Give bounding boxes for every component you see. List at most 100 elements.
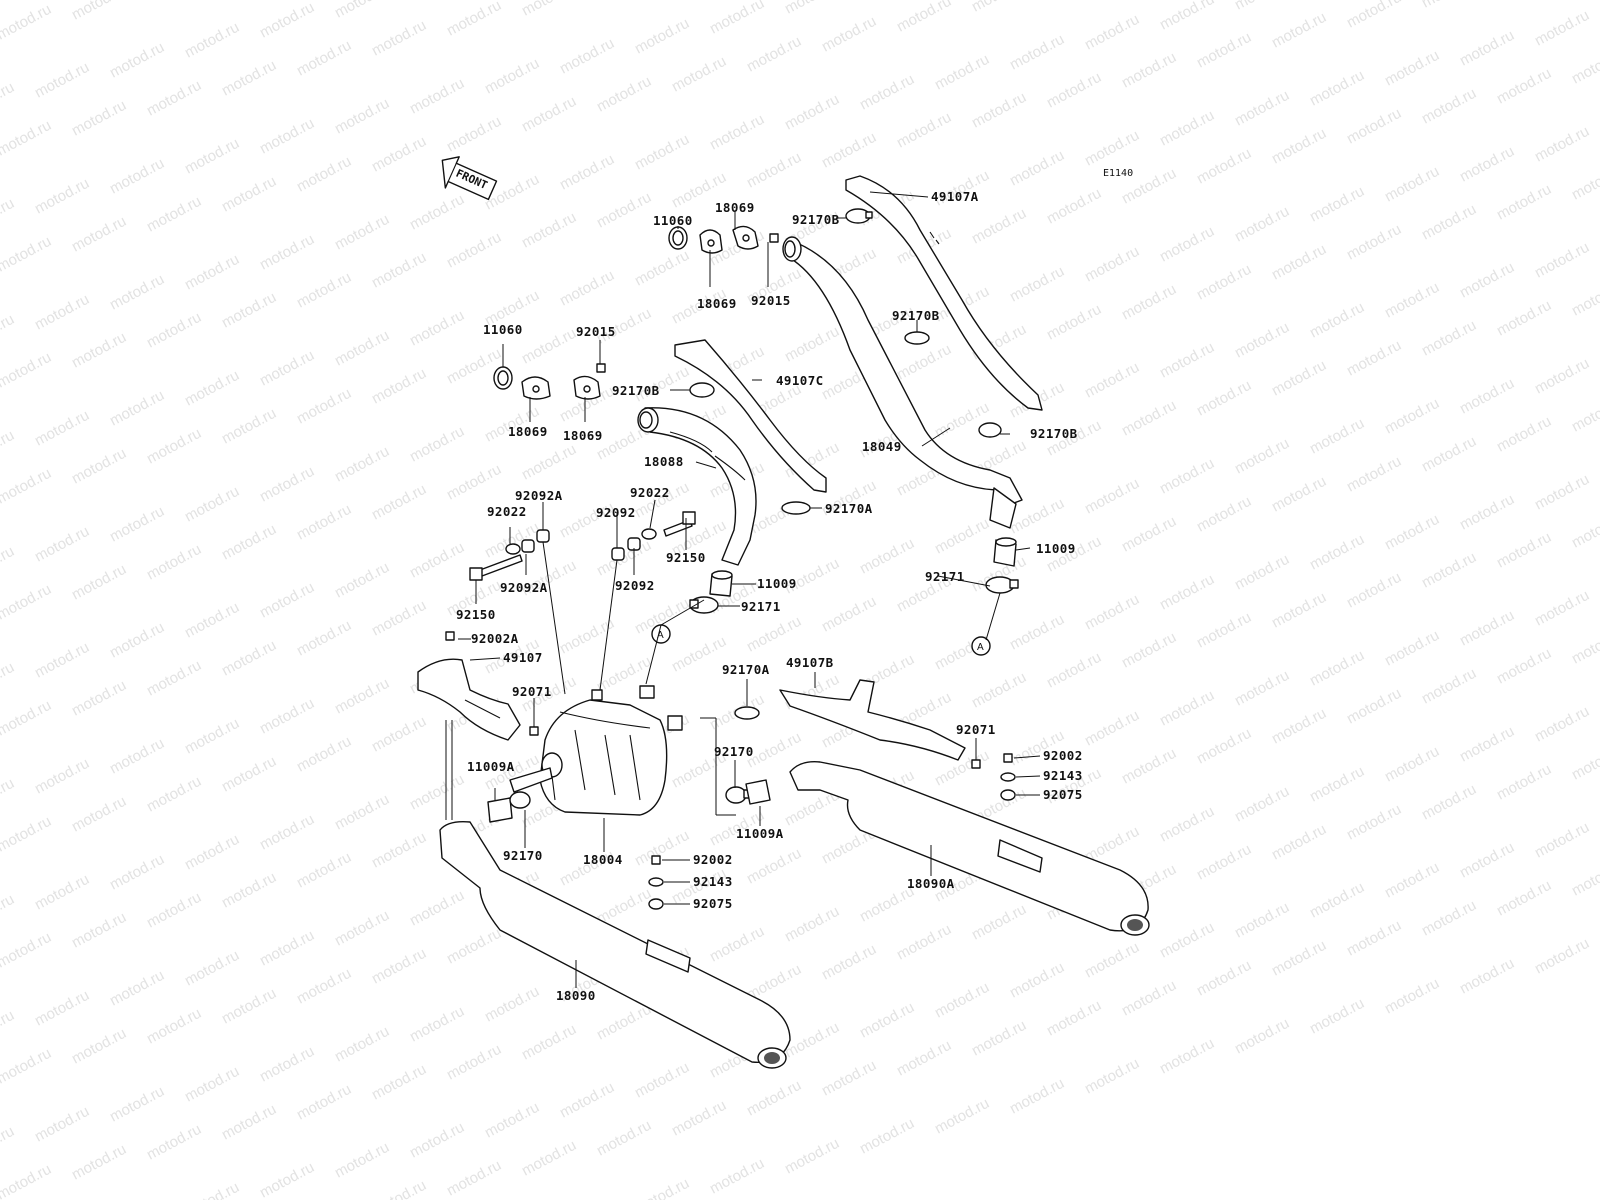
watermark-text: motod.ru xyxy=(1157,0,1217,34)
watermark-text: motod.ru xyxy=(1007,263,1067,306)
watermark-text: motod.ru xyxy=(1269,589,1329,632)
watermark-text: motod.ru xyxy=(107,619,167,662)
watermark-text: motod.ru xyxy=(257,347,317,390)
watermark-text: motod.ru xyxy=(0,813,54,856)
watermark-text: motod.ru xyxy=(1157,571,1217,614)
watermark-text: motod.ru xyxy=(369,597,429,640)
watermark-text: motod.ru xyxy=(1194,609,1254,652)
watermark-text: motod.ru xyxy=(144,1005,204,1048)
part-label: 18090A xyxy=(907,876,955,891)
watermark-text: motod.ru xyxy=(407,887,467,930)
watermark-text: motod.ru xyxy=(932,515,992,558)
watermark-text: motod.ru xyxy=(1569,393,1600,436)
watermark-text: motod.ru xyxy=(1119,977,1179,1020)
watermark-text: motod.ru xyxy=(782,91,842,134)
watermark-text: motod.ru xyxy=(1157,1035,1217,1078)
part-label: 92002 xyxy=(693,852,733,867)
watermark-text: motod.ru xyxy=(1344,105,1404,148)
watermark-text: motod.ru xyxy=(1569,741,1600,784)
watermark-text: motod.ru xyxy=(182,715,242,758)
heat-shield-49107B xyxy=(779,679,966,761)
watermark-text: motod.ru xyxy=(32,871,92,914)
sleeve-11009-right xyxy=(993,537,1017,567)
watermark-text: motod.ru xyxy=(369,1061,429,1104)
watermark-text: motod.ru xyxy=(1419,317,1479,360)
watermark-text: motod.ru xyxy=(32,407,92,450)
grommet-92075-right xyxy=(1000,789,1016,801)
watermark-text: motod.ru xyxy=(557,615,617,658)
watermark-text: motod.ru xyxy=(144,77,204,120)
watermark-text: motod.ru xyxy=(1494,297,1554,340)
watermark-text: motod.ru xyxy=(69,677,129,720)
watermark-text: motod.ru xyxy=(932,51,992,94)
part-label: 92143 xyxy=(693,874,733,889)
reference-marker-front: A xyxy=(651,624,671,644)
watermark-text: motod.ru xyxy=(1532,935,1592,978)
nut-92015-front xyxy=(596,363,606,373)
heat-shield-49107C xyxy=(674,339,827,493)
watermark-text: motod.ru xyxy=(1082,939,1142,982)
watermark-text: motod.ru xyxy=(1457,607,1517,650)
watermark-text: motod.ru xyxy=(932,979,992,1022)
part-label: 92092 xyxy=(596,505,636,520)
watermark-text: motod.ru xyxy=(1307,531,1367,574)
watermark-text: motod.ru xyxy=(707,1155,767,1198)
muffler-18090 xyxy=(439,820,791,1069)
watermark-text: motod.ru xyxy=(1382,627,1442,670)
watermark-text: motod.ru xyxy=(257,115,317,158)
sleeve-11009-front xyxy=(709,570,733,597)
watermark-text: motod.ru xyxy=(182,367,242,410)
watermark-text: motod.ru xyxy=(294,733,354,776)
watermark-text: motod.ru xyxy=(1232,783,1292,826)
watermark-text: motod.ru xyxy=(1269,937,1329,980)
watermark-text: motod.ru xyxy=(219,985,279,1028)
watermark-text: motod.ru xyxy=(1307,763,1367,806)
watermark-text: motod.ru xyxy=(1082,475,1142,518)
watermark-text: motod.ru xyxy=(632,827,692,870)
watermark-text: motod.ru xyxy=(1194,725,1254,768)
watermark-text: motod.ru xyxy=(857,535,917,578)
watermark-text: motod.ru xyxy=(1157,339,1217,382)
part-label: 92022 xyxy=(487,504,527,519)
watermark-text: motod.ru xyxy=(0,79,17,122)
watermark-text: motod.ru xyxy=(1082,359,1142,402)
watermark-text: motod.ru xyxy=(32,1103,92,1146)
watermark-text: motod.ru xyxy=(1194,841,1254,884)
part-label: 92075 xyxy=(1043,787,1083,802)
part-label: 92143 xyxy=(1043,768,1083,783)
watermark-text: motod.ru xyxy=(107,851,167,894)
watermark-text: motod.ru xyxy=(219,57,279,100)
part-label: 18049 xyxy=(862,439,902,454)
flange-18069-upper-a xyxy=(699,229,723,254)
watermark-text: motod.ru xyxy=(969,669,1029,712)
watermark-text: motod.ru xyxy=(69,445,129,488)
watermark-text: motod.ru xyxy=(744,33,804,76)
watermark-text: motod.ru xyxy=(332,907,392,950)
part-label: 92002A xyxy=(471,631,519,646)
watermark-text: motod.ru xyxy=(369,249,429,292)
watermark-text: motod.ru xyxy=(1344,685,1404,728)
watermark-text: motod.ru xyxy=(1494,65,1554,108)
watermark-text: motod.ru xyxy=(1269,125,1329,168)
watermark-text: motod.ru xyxy=(1344,0,1404,32)
part-label: 92170B xyxy=(1030,426,1078,441)
watermark-text: motod.ru xyxy=(1382,279,1442,322)
part-label: 11060 xyxy=(653,213,693,228)
watermark-text: motod.ru xyxy=(1044,301,1104,344)
watermark-text: motod.ru xyxy=(444,925,504,968)
watermark-text: motod.ru xyxy=(407,75,467,118)
watermark-text: motod.ru xyxy=(1119,281,1179,324)
watermark-text: motod.ru xyxy=(294,385,354,428)
reference-letter: A xyxy=(657,630,664,641)
watermark-text: motod.ru xyxy=(1194,493,1254,536)
clamp-92170B-upper xyxy=(845,208,873,224)
watermark-text: motod.ru xyxy=(632,131,692,174)
part-label: 18069 xyxy=(508,424,548,439)
watermark-text: motod.ru xyxy=(219,753,279,796)
sleeve-11009A-right xyxy=(745,779,771,805)
part-label: 92170A xyxy=(825,501,873,516)
watermark-text: motod.ru xyxy=(1082,707,1142,750)
watermark-text: motod.ru xyxy=(332,443,392,486)
flange-18069-front-b xyxy=(573,375,601,400)
watermark-text: motod.ru xyxy=(294,153,354,196)
